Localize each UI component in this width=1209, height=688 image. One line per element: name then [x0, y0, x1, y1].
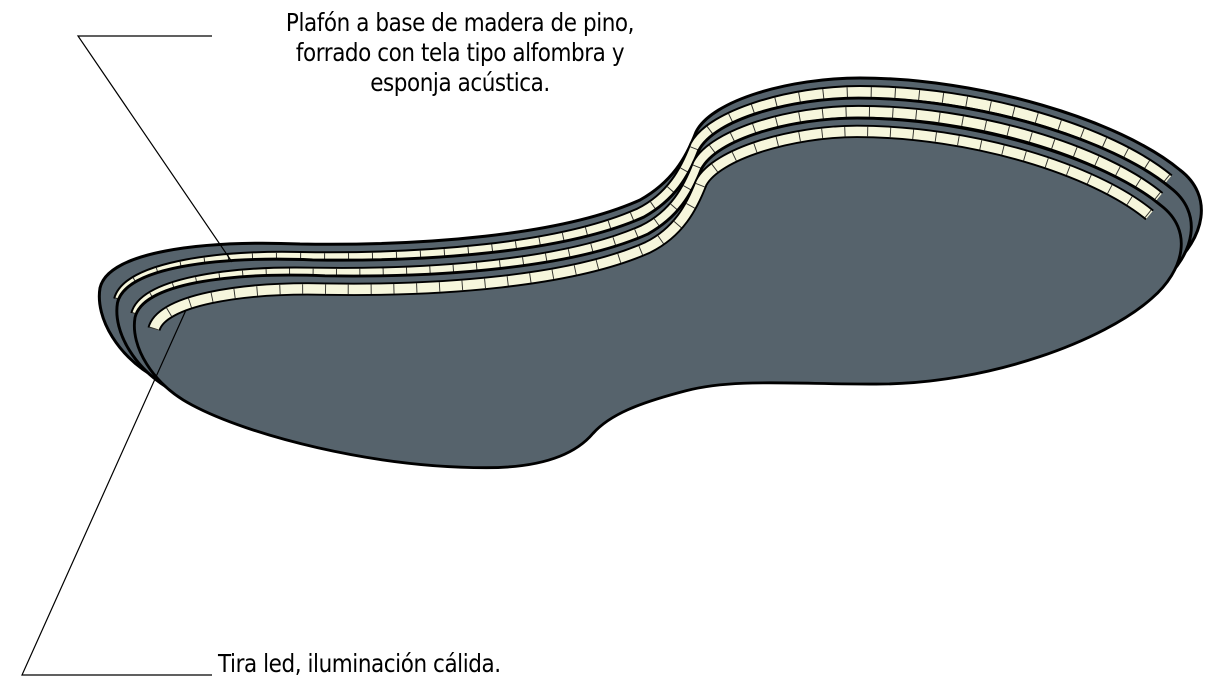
bottom-annotation: Tira led, iluminación cálida. [218, 649, 501, 678]
top-annotation-line-2: forrado con tela tipo alfombra y [295, 38, 625, 67]
bottom-leader-line [21, 309, 212, 676]
top-annotation: Plafón a base de madera de pino, forrado… [279, 8, 640, 98]
top-annotation-line-3: esponja acústica. [370, 68, 550, 97]
ceiling-tier-3 [132, 116, 1183, 470]
top-annotation-line-1: Plafón a base de madera de pino, [285, 8, 635, 37]
top-leader-line [76, 35, 233, 263]
